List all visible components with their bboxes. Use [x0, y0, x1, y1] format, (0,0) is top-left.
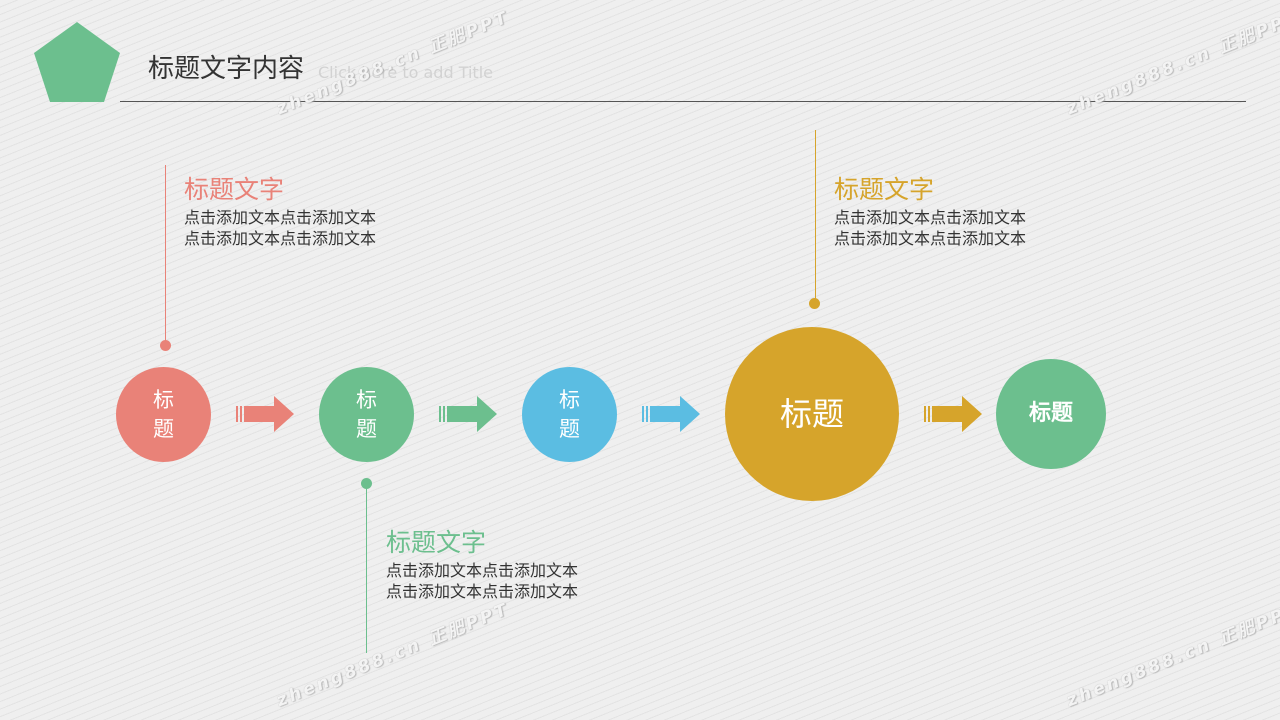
flow-node-4[interactable]: 标题: [725, 327, 899, 501]
pentagon-icon: [34, 22, 120, 102]
flow-node-5-label: 标题: [1028, 401, 1073, 426]
callout-text-3a[interactable]: 点击添加文本点击添加文本: [834, 208, 1027, 227]
arrow-right-icon: [924, 396, 982, 432]
flow-node-5[interactable]: 标题: [996, 359, 1106, 469]
flow-node-3-label: 标题: [559, 387, 580, 441]
callout-text-2a[interactable]: 点击添加文本点击添加文本: [386, 561, 579, 580]
header-divider: [120, 101, 1246, 102]
callout-text-1b[interactable]: 点击添加文本点击添加文本: [184, 229, 377, 248]
title-placeholder[interactable]: Click here to add Title: [318, 63, 493, 82]
callout-text-1a[interactable]: 点击添加文本点击添加文本: [184, 208, 377, 227]
callout-dot-3: [809, 298, 820, 309]
flow-node-2[interactable]: 标题: [319, 367, 414, 462]
callout-title-2[interactable]: 标题文字: [386, 528, 487, 557]
flow-node-4-label: 标题: [779, 395, 844, 433]
flow-node-1-label: 标题: [153, 387, 174, 441]
callout-text-3b[interactable]: 点击添加文本点击添加文本: [834, 229, 1027, 248]
flow-node-2-label: 标题: [356, 387, 377, 441]
page-title[interactable]: 标题文字内容: [148, 54, 305, 84]
callout-text-2b[interactable]: 点击添加文本点击添加文本: [386, 582, 579, 601]
callout-title-3[interactable]: 标题文字: [834, 175, 935, 204]
callout-connector-3: [815, 130, 816, 305]
callout-connector-2: [366, 483, 367, 653]
callout-dot-1: [160, 340, 171, 351]
arrow-right-icon: [439, 396, 497, 432]
watermark: zheng888.cn 正肥PPT: [1063, 599, 1280, 712]
flow-node-3[interactable]: 标题: [522, 367, 617, 462]
callout-title-1[interactable]: 标题文字: [184, 175, 285, 204]
flow-node-1[interactable]: 标题: [116, 367, 211, 462]
watermark: zheng888.cn 正肥PPT: [273, 599, 513, 712]
arrow-right-icon: [642, 396, 700, 432]
callout-connector-1: [165, 165, 166, 345]
arrow-right-icon: [236, 396, 294, 432]
